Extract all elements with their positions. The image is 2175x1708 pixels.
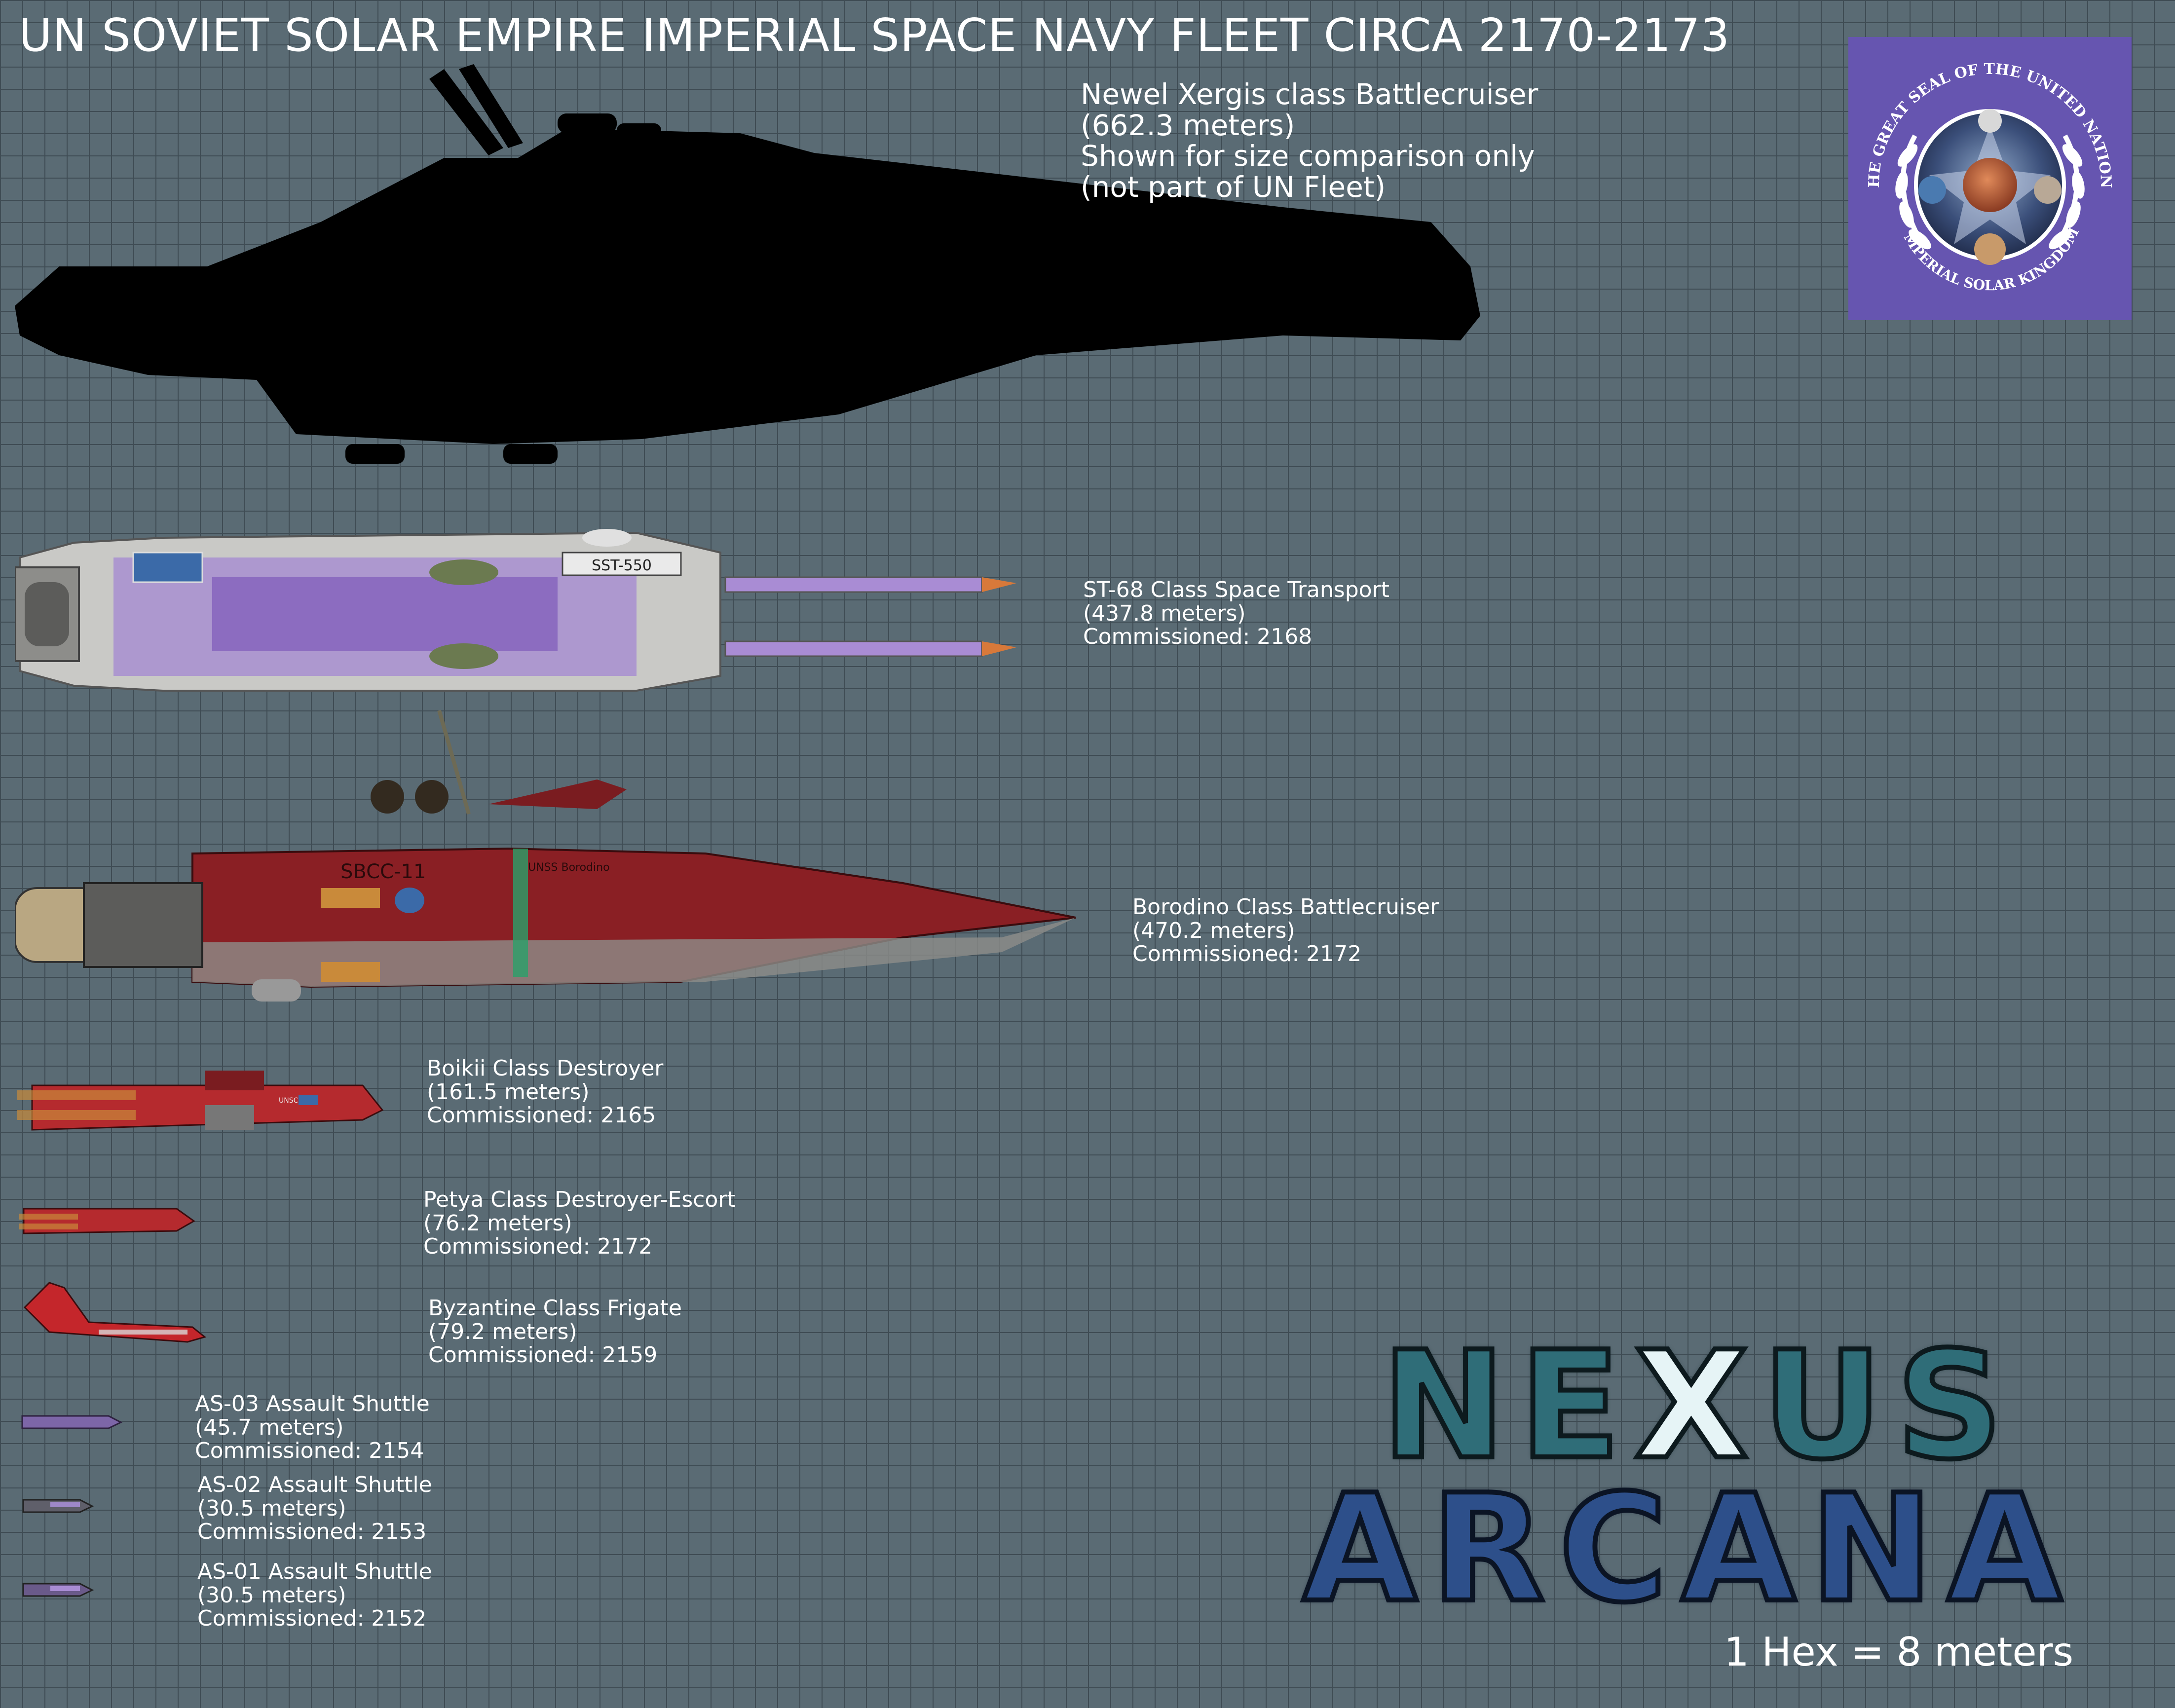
logo-nexus-x: X (1632, 1320, 1762, 1492)
ship-name: AS-03 Assault Shuttle (195, 1391, 430, 1416)
as01-assault-shuttle (22, 1583, 94, 1597)
ship-name: Byzantine Class Frigate (428, 1296, 682, 1321)
as03-assault-shuttle (21, 1415, 123, 1429)
borodino-label: Borodino Class Battlecruiser (470.2 mete… (1132, 895, 1439, 966)
byzantine-frigate (23, 1282, 207, 1343)
ship-name: ST-68 Class Space Transport (1083, 577, 1389, 602)
ship-name: Boikii Class Destroyer (427, 1056, 664, 1081)
ship-name: Borodino Class Battlecruiser (1132, 894, 1439, 920)
ship-commissioned: Commissioned: 2172 (1132, 941, 1362, 967)
ship-length: (79.2 meters) (428, 1319, 577, 1344)
ship-name: Newel Xergis class Battlecruiser (1081, 77, 1538, 111)
boikii-destroyer: UNSC (17, 1071, 384, 1131)
ship-length: (30.5 meters) (197, 1495, 346, 1521)
borodino-hull-name: UNSS Borodino (528, 861, 610, 874)
ship-name: AS-02 Assault Shuttle (197, 1472, 432, 1497)
logo-nexus-part: NE (1379, 1320, 1635, 1492)
as01-label: AS-01 Assault Shuttle (30.5 meters) Comm… (197, 1560, 432, 1631)
scale-legend: 1 Hex = 8 meters (1724, 1629, 2074, 1675)
xergis-battlecruiser-silhouette (15, 64, 1480, 464)
petya-destroyer-escort (19, 1208, 195, 1234)
page-title: UN SOVIET SOLAR EMPIRE IMPERIAL SPACE NA… (19, 9, 1730, 62)
byzantine-label: Byzantine Class Frigate (79.2 meters) Co… (428, 1297, 682, 1367)
st68-hull-marking: SST-550 (592, 557, 652, 574)
as02-label: AS-02 Assault Shuttle (30.5 meters) Comm… (197, 1473, 432, 1544)
ship-name: AS-01 Assault Shuttle (197, 1559, 432, 1584)
ship-commissioned: Commissioned: 2153 (197, 1519, 427, 1545)
seal-emblem-icon: THE GREAT SEAL OF THE UNITED NATIONS IMP… (1848, 37, 2114, 294)
boikii-label: Boikii Class Destroyer (161.5 meters) Co… (427, 1057, 663, 1127)
ship-length: (30.5 meters) (197, 1582, 346, 1608)
xergis-label: Newel Xergis class Battlecruiser (662.3 … (1081, 79, 1538, 203)
boikii-hull-marking: UNSC (279, 1097, 299, 1105)
ship-commissioned: Commissioned: 2165 (427, 1103, 656, 1128)
ship-length: (470.2 meters) (1132, 918, 1295, 943)
as03-label: AS-03 Assault Shuttle (45.7 meters) Comm… (195, 1392, 430, 1463)
logo-nexus-part: US (1760, 1320, 2017, 1492)
ship-length: (45.7 meters) (195, 1414, 344, 1440)
petya-label: Petya Class Destroyer-Escort (76.2 meter… (423, 1188, 736, 1259)
st68-label: ST-68 Class Space Transport (437.8 meter… (1083, 578, 1389, 649)
logo-arcana: ARCANA (1300, 1463, 2076, 1635)
st68-space-transport: SST-550 (15, 529, 1016, 692)
ship-length: (76.2 meters) (423, 1210, 572, 1236)
ship-commissioned: Commissioned: 2159 (428, 1342, 658, 1368)
ship-commissioned: Commissioned: 2152 (197, 1606, 427, 1632)
imperial-seal: THE GREAT SEAL OF THE UNITED NATIONS IMP… (1848, 37, 2132, 320)
ship-commissioned: Commissioned: 2168 (1083, 624, 1312, 650)
ship-name: Petya Class Destroyer-Escort (423, 1187, 736, 1212)
ship-length: (437.8 meters) (1083, 600, 1246, 626)
ship-commissioned: Commissioned: 2154 (195, 1438, 424, 1464)
borodino-hull-marking: SBCC-11 (340, 860, 426, 883)
borodino-battlecruiser: SBCC-11 UNSS Borodino (15, 709, 1076, 1002)
ship-length: (161.5 meters) (427, 1079, 590, 1105)
ship-commissioned: Commissioned: 2172 (423, 1234, 653, 1260)
as02-assault-shuttle (22, 1499, 94, 1513)
ship-length: (662.3 meters) (1081, 108, 1295, 142)
ship-note: (not part of UN Fleet) (1081, 170, 1386, 204)
logo-nexus: NEXUS (1379, 1330, 2017, 1483)
ship-note: Shown for size comparison only (1081, 139, 1535, 173)
